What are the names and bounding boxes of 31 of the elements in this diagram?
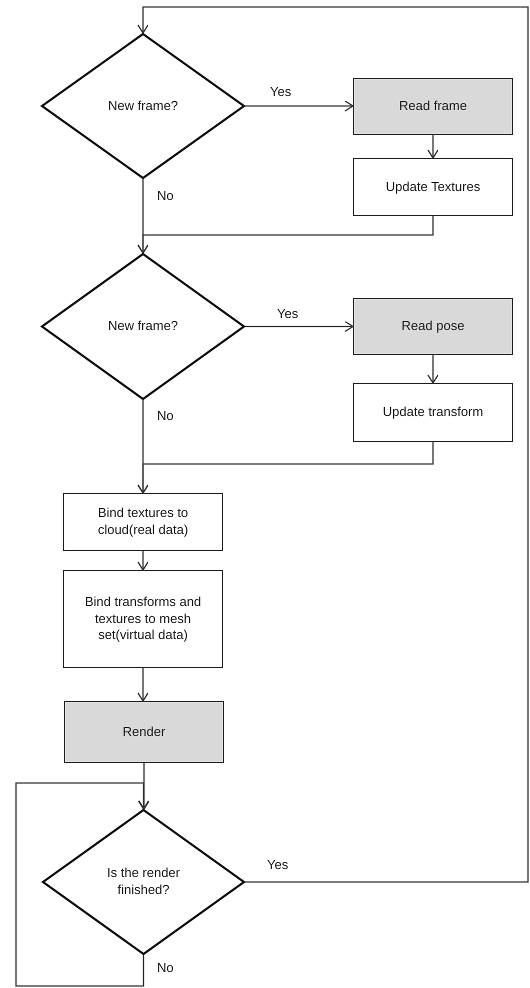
decision-diamond <box>41 33 245 179</box>
process-box <box>353 383 513 442</box>
arrow <box>137 668 149 702</box>
decision-question: Is the render finished? <box>106 865 181 899</box>
process-box <box>353 298 513 355</box>
arrow <box>137 216 434 254</box>
step-label: Update Textures <box>384 178 482 196</box>
arrow <box>245 320 354 332</box>
decision-diamond <box>42 809 245 955</box>
arrow <box>427 355 439 384</box>
step-label: Bind transforms and textures to mesh set(virtual data) <box>84 594 202 644</box>
decision-question: New frame? <box>108 98 178 114</box>
process-box <box>353 78 513 135</box>
step-label: Update transform <box>382 404 484 421</box>
process-box <box>64 701 224 763</box>
process-box <box>353 158 513 216</box>
arrow <box>137 6 529 883</box>
step-label: Bind textures to cloud(real data) <box>96 505 190 539</box>
process-box <box>63 493 223 551</box>
process-box <box>63 570 223 668</box>
decision-diamond <box>41 253 245 400</box>
arrow <box>137 442 434 494</box>
step-label: Render <box>122 724 166 740</box>
step-label: Read frame <box>398 98 468 115</box>
step-label: Read pose <box>400 318 466 335</box>
decision-question: New frame? <box>108 318 178 335</box>
arrow <box>15 782 150 987</box>
arrow <box>138 763 150 810</box>
arrow <box>137 551 149 571</box>
arrow <box>245 100 354 112</box>
arrow <box>427 135 439 159</box>
